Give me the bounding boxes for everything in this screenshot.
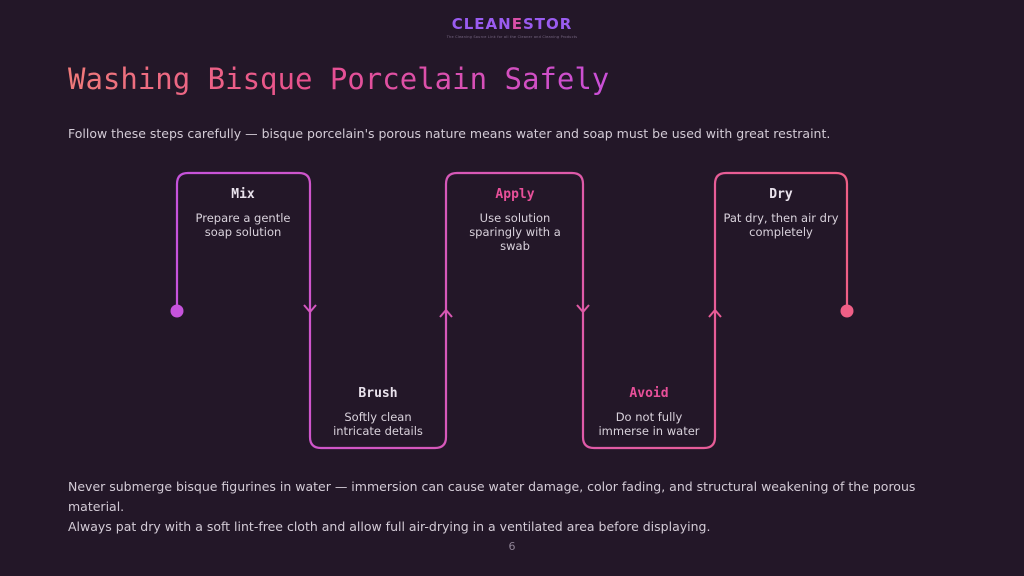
flow-path: [175, 171, 849, 450]
step-description: Prepare a gentle soap solution: [195, 211, 291, 239]
step-description: Do not fully immerse in water: [598, 410, 700, 438]
step-apply: Apply Use solution sparingly with a swab: [448, 187, 582, 253]
step-avoid: Avoid Do not fully immerse in water: [582, 386, 716, 438]
step-title: Brush: [358, 386, 398, 401]
flow-arrow-up-2: [708, 308, 722, 318]
brand-logo: CLEANESTOR The Cleaning Source Link for …: [0, 14, 1024, 39]
step-description: Softly clean intricate details: [333, 410, 423, 438]
step-description: Pat dry, then air dry completely: [723, 211, 839, 239]
safety-note: Never submerge bisque figurines in water…: [68, 477, 968, 537]
page-number: 6: [508, 540, 516, 553]
step-dry: Dry Pat dry, then air dry completely: [714, 187, 848, 239]
intro-text: Follow these steps carefully — bisque po…: [68, 126, 831, 141]
step-mix: Mix Prepare a gentle soap solution: [176, 187, 310, 239]
flow-end-dot: [840, 304, 854, 318]
step-brush: Brush Softly clean intricate details: [311, 386, 445, 438]
page-title: Washing Bisque Porcelain Safely: [68, 62, 610, 96]
brand-tagline: The Cleaning Source Link for all the Cle…: [446, 35, 578, 39]
step-title: Dry: [769, 187, 793, 202]
step-description: Use solution sparingly with a swab: [469, 211, 561, 253]
flow-arrow-up-1: [439, 308, 453, 318]
safety-note-line: Never submerge bisque figurines in water…: [68, 479, 916, 514]
flow-start-dot: [170, 304, 184, 318]
step-title: Mix: [231, 187, 255, 202]
safety-note-line: Always pat dry with a soft lint-free clo…: [68, 519, 711, 534]
brand-name: CLEANESTOR: [451, 15, 573, 33]
flow-arrow-down-1: [303, 304, 317, 314]
step-title: Avoid: [629, 386, 669, 401]
flow-arrow-down-2: [576, 304, 590, 314]
step-title: Apply: [495, 187, 535, 202]
